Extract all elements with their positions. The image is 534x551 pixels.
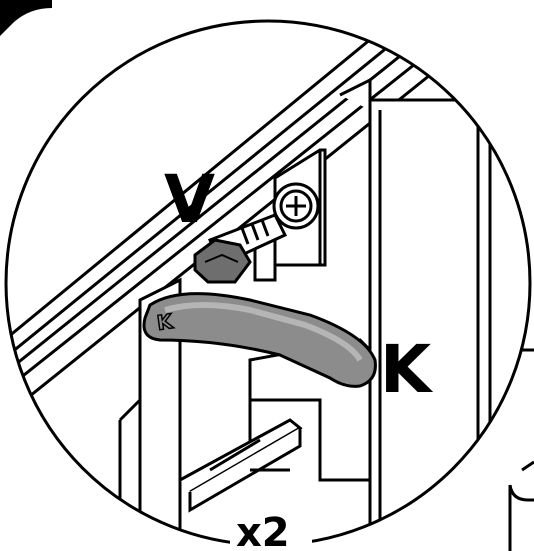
screw-label: V <box>164 161 215 238</box>
screw-v <box>193 213 288 284</box>
step-marker-fragment <box>0 0 52 36</box>
lever-mark: K <box>155 309 175 335</box>
detail-magnifier: K V <box>6 21 530 545</box>
lever-k: K <box>142 292 377 388</box>
lever-label: K <box>380 331 434 408</box>
lower-bracket <box>118 277 372 545</box>
quantity-badge: x2 <box>230 510 312 551</box>
cross-screw <box>272 182 320 230</box>
quantity-label: x2 <box>236 510 290 551</box>
diagonal-rail <box>6 21 431 422</box>
